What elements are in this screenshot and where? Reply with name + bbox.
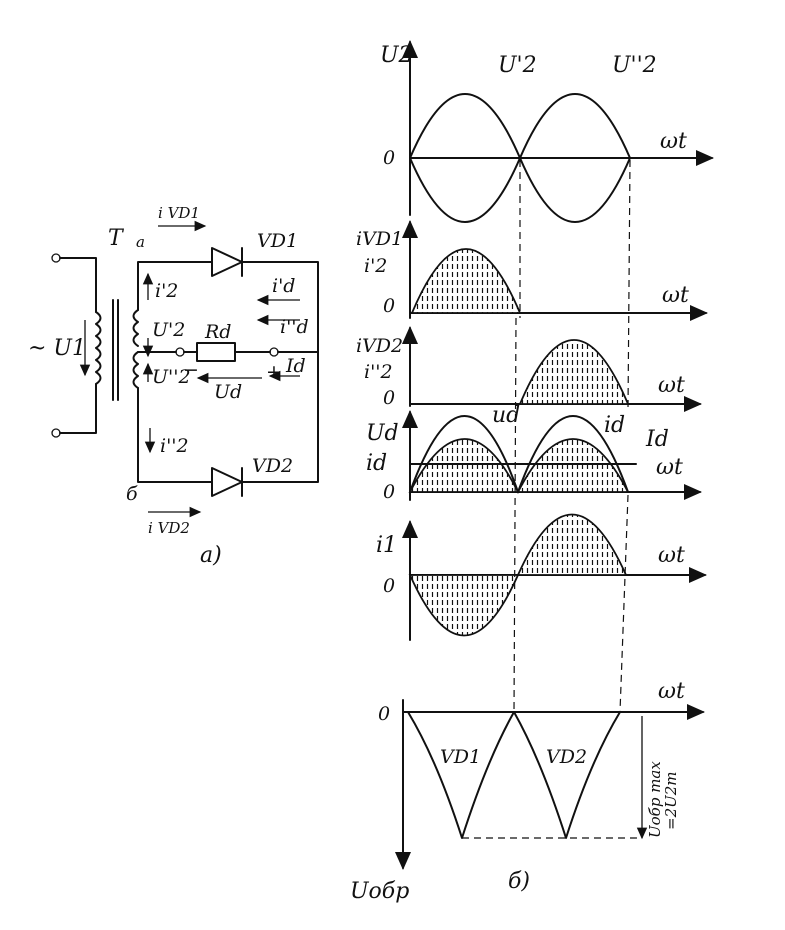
label-caption-a: а): [200, 543, 222, 568]
curve-id: [408, 438, 630, 494]
curve-ud: [409, 415, 629, 493]
label-u2-prime-curve: U'2: [498, 53, 537, 78]
curve-i1-negative: [408, 574, 520, 637]
label-i-vd2: i VD2: [148, 519, 190, 537]
label-seg-vd1: VD1: [440, 746, 481, 768]
input-terminal-top: [51, 253, 61, 263]
label-vd2: VD2: [252, 455, 293, 477]
label-minus: −: [183, 359, 199, 381]
graphs: U2 U'2 U''2 0 ωt iVD1 i'2 0 ωt iVD2 i''2…: [350, 40, 714, 904]
label-g2-y2: i'2: [364, 255, 387, 277]
label-u2-dprime-curve: U''2: [612, 53, 657, 78]
label-wt-g2: ωt: [662, 283, 689, 308]
label-node-a: a: [136, 233, 145, 251]
label-zero-g5: 0: [383, 575, 395, 597]
label-wt-g4: ωt: [656, 455, 683, 480]
input-terminal-bottom: [51, 428, 61, 438]
secondary-coil-upper: [132, 309, 139, 347]
terminal-right: [269, 347, 279, 357]
diode-vd2: [211, 467, 243, 497]
label-id-prime: i'd: [272, 275, 295, 297]
label-g4-y2: id: [366, 451, 387, 476]
label-g2-y1: iVD1: [356, 228, 403, 250]
label-g3-y2: i''2: [364, 361, 393, 383]
label-zero-g4: 0: [383, 481, 395, 503]
terminal-left: [175, 347, 185, 357]
wire-node-a: [137, 261, 213, 311]
curve-u2-dprime: [409, 93, 631, 223]
curve-reverse-voltage: [407, 711, 621, 839]
label-wt-g5: ωt: [658, 543, 685, 568]
output-bus: [241, 261, 319, 483]
label-max-reverse: Uобр max: [646, 761, 664, 838]
label-g1-y: U2: [380, 43, 413, 68]
label-i-vd1: i VD1: [158, 204, 200, 222]
label-curve-id: id: [604, 413, 625, 438]
resistor-rd: [196, 342, 236, 362]
label-u2-prime: U'2: [152, 319, 185, 341]
label-source: ~ U1: [28, 336, 86, 361]
wire-node-b: [137, 387, 213, 483]
label-wt-g3: ωt: [658, 373, 685, 398]
curve-ivd2: [518, 339, 630, 405]
label-transformer: T: [108, 226, 125, 251]
label-u2-dprime: U''2: [152, 366, 191, 388]
curve-i1-positive: [516, 513, 628, 576]
label-g6-y: Uобр: [350, 879, 409, 904]
label-node-b: б: [126, 483, 138, 505]
label-plus: +: [266, 361, 282, 383]
label-max-reverse-value: =2U2m: [662, 771, 680, 830]
guide-2pi-upper: [627, 159, 631, 411]
label-caption-b: б): [508, 869, 530, 894]
label-zero-g6: 0: [378, 703, 390, 725]
label-vd1: VD1: [257, 230, 298, 252]
label-wt-g6: ωt: [658, 679, 685, 704]
circuit: ~ U1 T a б VD1 VD2 i VD1 i VD2 i'2 i''2 …: [28, 204, 319, 568]
primary-coil: [95, 311, 102, 385]
primary-wire-top: [59, 257, 97, 313]
label-curve-ud: ud: [492, 403, 520, 428]
label-wt-g1: ωt: [660, 129, 687, 154]
label-i2-prime: i'2: [155, 280, 178, 302]
curve-ivd1: [410, 248, 522, 314]
guide-2pi-lower: [619, 494, 629, 713]
label-id: Id: [285, 355, 306, 377]
label-id-dprime: i''d: [280, 316, 309, 338]
label-rd: Rd: [204, 321, 231, 343]
label-avg-id: Id: [645, 427, 669, 452]
label-ud: Ud: [214, 381, 242, 403]
label-zero-g3: 0: [383, 387, 395, 409]
primary-wire-bottom: [59, 383, 97, 434]
label-i2-dprime: i''2: [160, 435, 189, 457]
label-g3-y1: iVD2: [356, 335, 403, 357]
label-zero-g1: 0: [383, 147, 395, 169]
label-zero-g2: 0: [383, 295, 395, 317]
label-g4-y1: Ud: [366, 421, 399, 446]
secondary-coil-lower: [132, 351, 139, 389]
diode-vd1: [211, 247, 243, 277]
guide-pi-lower: [513, 317, 517, 713]
label-seg-vd2: VD2: [546, 746, 587, 768]
label-g5-y: i1: [376, 533, 397, 558]
